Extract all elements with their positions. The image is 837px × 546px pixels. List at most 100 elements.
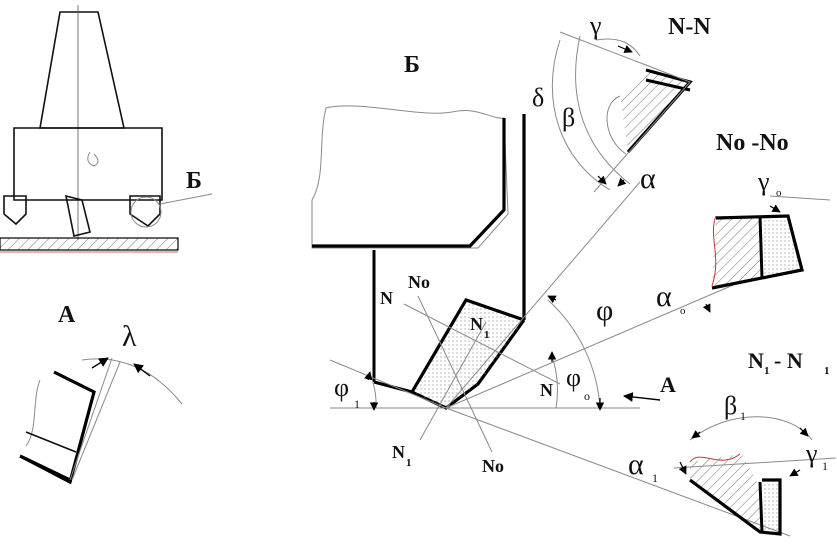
section-nn-ref-top [559, 31, 691, 83]
section-nn-break [606, 95, 627, 155]
gamma1-sub: 1 [822, 459, 828, 473]
rotation-mark [87, 151, 99, 167]
alpha1-label: α [628, 448, 644, 481]
gamma-arrow [617, 45, 633, 53]
section-n-n: N-N γ β α [551, 11, 711, 195]
section-nono-ref [769, 195, 831, 201]
beta-arrow [597, 175, 607, 185]
no-top-label: No [408, 272, 430, 292]
cutter-head [13, 127, 163, 201]
gamma1-arrow [789, 468, 801, 477]
n1-top-sub: 1 [484, 329, 490, 341]
alpha-arrow [617, 177, 627, 187]
main-tool-view: Б δ φ 1 φ φ о А [311, 52, 791, 537]
arrow-a-label: А [660, 372, 676, 397]
phi1-ref-line [329, 359, 447, 409]
section-nono-outline [711, 214, 804, 290]
right-tool [129, 195, 161, 228]
detail-circle-b [130, 196, 162, 228]
alpha-o-sub: о [680, 305, 686, 317]
phi-label: φ [596, 294, 613, 327]
n1-section-line [445, 407, 791, 537]
n-n-trace [403, 303, 561, 385]
workpiece [0, 237, 179, 251]
phi1-arrow-top [364, 371, 373, 381]
alpha-label: α [640, 162, 656, 195]
holder-shoulder [312, 118, 506, 248]
beta1-arc [689, 416, 813, 441]
machine-view: Б [0, 5, 213, 253]
n1-top-label: N [470, 314, 483, 334]
alpha1-sub: 1 [652, 471, 658, 485]
gamma-label: γ [589, 11, 602, 40]
phi1-label: φ [334, 373, 349, 402]
center-tool [64, 194, 91, 237]
n1-bottom-label: N [392, 442, 405, 462]
beta1-sub: 1 [740, 409, 746, 423]
beta1-arrow-left [691, 430, 701, 439]
beta1-label: β [724, 391, 737, 420]
phio-sub: о [584, 389, 590, 403]
section-n1-title-a: N [748, 348, 764, 373]
beta-label: β [562, 103, 575, 132]
n-right-label: N [540, 380, 553, 400]
spindle-taper [39, 11, 125, 129]
gamma-o-sub: о [776, 187, 782, 199]
alpha-o-label: α [656, 280, 672, 313]
section-n1-dots [762, 480, 780, 534]
section-n1-title-b-sub: 1 [824, 365, 830, 377]
view-a-tool-outline [23, 370, 96, 485]
view-a-arrow [623, 392, 661, 402]
view-a-label: А [58, 302, 76, 328]
view-a-edge [25, 431, 77, 453]
left-tool [3, 195, 27, 226]
phi1-sub: 1 [354, 397, 360, 411]
section-nn-ref-bottom [593, 81, 691, 193]
phio-label: φ [566, 363, 581, 392]
phio-arc [551, 355, 558, 409]
holder-break-outline [311, 105, 509, 249]
view-a-ref-line [71, 361, 121, 481]
alpha-o-arrow [702, 303, 711, 313]
no-no-trace [417, 295, 493, 453]
section-n1-hatch [690, 454, 760, 530]
n1-bottom-sub: 1 [406, 457, 412, 469]
beta-arc [551, 39, 611, 191]
n-left-label: N [380, 288, 393, 308]
insert-outline [410, 298, 525, 393]
section-n1-ref [673, 457, 837, 469]
section-n1-title-a-sub: 1 [764, 365, 770, 377]
callout-leader-b [159, 193, 213, 205]
gamma-o-label: γ [757, 167, 770, 196]
section-nn-hatch [620, 70, 690, 150]
delta-label: δ [532, 83, 544, 112]
lambda-label: λ [122, 320, 137, 353]
view-a-ref-line-2 [69, 357, 113, 481]
section-no-no: No -No γ о α о [656, 130, 831, 317]
section-nono-title: No -No [716, 130, 789, 156]
lambda-arrow-right [133, 363, 151, 377]
section-n1-divider [758, 481, 764, 533]
main-title: Б [404, 52, 420, 78]
callout-b-label: Б [186, 168, 202, 194]
n1-n1-trace [419, 321, 487, 441]
view-a-break-line [25, 379, 41, 447]
lambda-arrow-left [91, 357, 109, 369]
section-nn-title: N-N [668, 14, 711, 40]
section-n1-n1: N 1 - N 1 β 1 α 1 γ 1 [628, 348, 837, 536]
beta1-arrow-right [799, 427, 809, 437]
no-bottom-label: No [482, 456, 504, 476]
n-section-line [445, 181, 641, 409]
alpha1-arrow [678, 461, 687, 475]
phi-arrow-top [547, 295, 557, 304]
alpha-arc [575, 35, 631, 185]
section-n1-outline [689, 478, 782, 536]
section-nn-rake [645, 78, 691, 92]
gamma-arc [595, 38, 641, 57]
phi-arc [547, 299, 601, 409]
section-n1-title-sep: - N [774, 348, 803, 373]
view-a-tool-base [19, 454, 71, 482]
section-nono-hatch [712, 218, 760, 286]
